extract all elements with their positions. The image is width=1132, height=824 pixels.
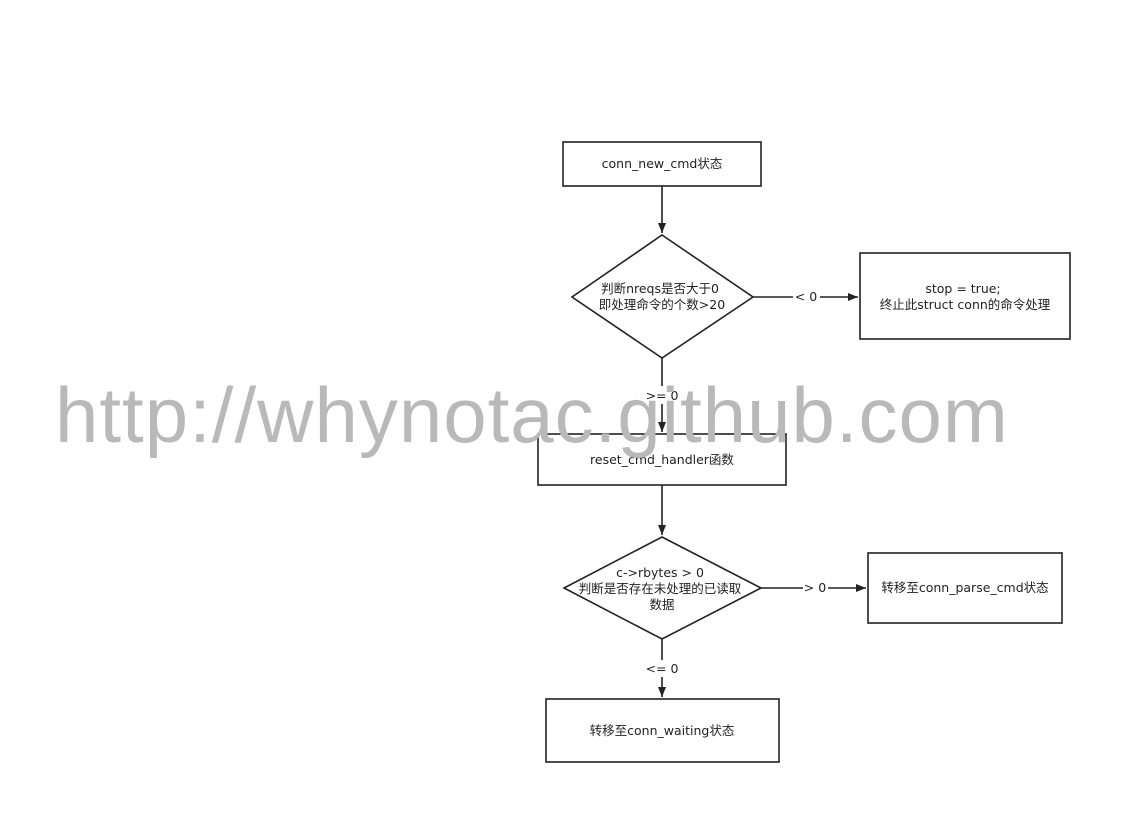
waiting-label: 转移至conn_waiting状态 <box>590 723 735 738</box>
stop-node: stop = true; 终止此struct conn的命令处理 <box>859 252 1071 340</box>
parse-cmd-label: 转移至conn_parse_cmd状态 <box>881 580 1048 595</box>
nreqs-decision-node: 判断nreqs是否大于0 即处理命令的个数>20 <box>570 234 755 359</box>
edge-label-rbytes-le0: <= 0 <box>646 661 679 676</box>
reset-handler-label: reset_cmd_handler函数 <box>590 452 734 467</box>
edge-label-nreqs-lt0: < 0 <box>795 289 817 304</box>
parse-cmd-node: 转移至conn_parse_cmd状态 <box>867 552 1063 624</box>
rbytes-decision-label: c->rbytes > 0 判断是否存在未处理的已读取 数据 <box>579 565 746 612</box>
start-state-label: conn_new_cmd状态 <box>602 156 723 171</box>
edge-label-nreqs-ge0: >= 0 <box>646 388 679 403</box>
nreqs-decision-label: 判断nreqs是否大于0 即处理命令的个数>20 <box>599 281 725 312</box>
edge-label-rbytes-gt0: > 0 <box>804 580 826 595</box>
reset-handler-node: reset_cmd_handler函数 <box>537 433 787 486</box>
waiting-node: 转移至conn_waiting状态 <box>545 698 780 763</box>
stop-label: stop = true; 终止此struct conn的命令处理 <box>880 281 1051 312</box>
rbytes-decision-node: c->rbytes > 0 判断是否存在未处理的已读取 数据 <box>562 536 763 640</box>
start-state-node: conn_new_cmd状态 <box>562 141 762 187</box>
